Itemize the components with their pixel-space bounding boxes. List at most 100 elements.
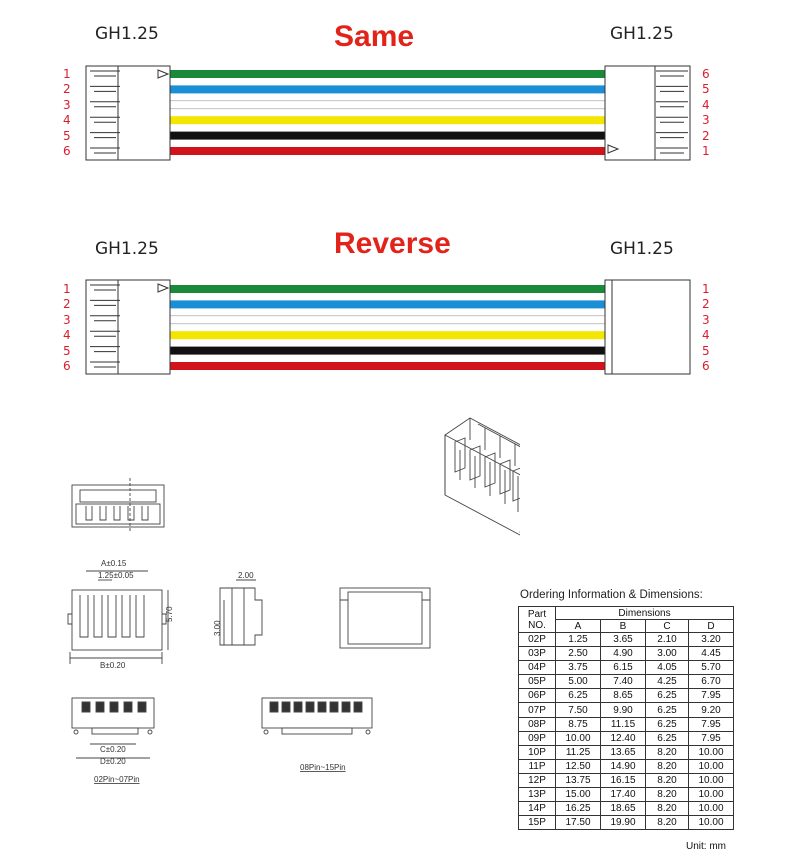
dimension-cell: 10.00 bbox=[688, 801, 734, 817]
pin-number: 5 bbox=[702, 82, 710, 97]
dimension-cell: 3.65 bbox=[600, 631, 646, 648]
dimension-cell: 16.25 bbox=[555, 801, 601, 817]
ordering-title: Ordering Information & Dimensions: bbox=[520, 589, 703, 601]
dimension-cell: 12.40 bbox=[600, 730, 646, 746]
top-right-connector bbox=[604, 65, 691, 161]
wire bbox=[170, 346, 605, 355]
bottom-left-pins: 1 2 3 4 5 6 bbox=[63, 282, 71, 374]
connector-bottom-view bbox=[339, 587, 431, 649]
dimension-cell: 6.70 bbox=[688, 674, 734, 690]
dimension-cell: 13.65 bbox=[600, 744, 646, 760]
no-label: NO. bbox=[528, 619, 546, 631]
bottom-left-connector-label: GH1.25 bbox=[95, 239, 159, 259]
part-no-header: Part NO. bbox=[518, 606, 556, 633]
dim-pitch-label: 1.25±0.05 bbox=[98, 571, 134, 580]
dimension-cell: 6.25 bbox=[645, 730, 689, 746]
pcb-footprint-small bbox=[71, 697, 155, 759]
part-number-cell: 06P bbox=[518, 688, 556, 704]
pin-number: 3 bbox=[702, 113, 710, 128]
dimension-cell: 10.00 bbox=[688, 744, 734, 760]
bottom-wires bbox=[169, 285, 606, 370]
dimension-cell: 13.75 bbox=[555, 772, 601, 789]
dimensions-header: Dimensions bbox=[555, 606, 734, 620]
col-header: B bbox=[600, 619, 646, 633]
same-title: Same bbox=[334, 20, 415, 53]
pin-number: 2 bbox=[63, 82, 71, 97]
part-number-cell: 11P bbox=[518, 758, 556, 774]
pin-number: 4 bbox=[63, 113, 71, 128]
dimension-cell: 14.90 bbox=[600, 758, 646, 774]
part-number-cell: 09P bbox=[518, 730, 556, 746]
connector-3d-view bbox=[444, 417, 520, 536]
bottom-right-connector-label: GH1.25 bbox=[610, 239, 674, 259]
dim-w1-label: 2.00 bbox=[238, 571, 254, 580]
pin-number: 3 bbox=[63, 312, 71, 327]
dim-h1-label: 5.70 bbox=[165, 606, 174, 622]
wire bbox=[169, 315, 606, 325]
dimension-cell: 6.25 bbox=[645, 716, 689, 732]
dimension-cell: 7.95 bbox=[688, 730, 734, 746]
dimension-cell: 5.00 bbox=[555, 674, 601, 690]
dimension-cell: 3.75 bbox=[555, 660, 601, 676]
dimension-cell: 10.00 bbox=[688, 815, 734, 831]
dimension-cell: 19.90 bbox=[600, 815, 646, 831]
dimension-cell: 8.20 bbox=[645, 744, 689, 760]
wire bbox=[170, 70, 605, 78]
connector-top-view bbox=[71, 478, 165, 532]
dimension-cell: 8.20 bbox=[645, 772, 689, 789]
dimension-cell: 3.00 bbox=[645, 646, 689, 662]
reverse-title: Reverse bbox=[334, 227, 451, 260]
pin-number: 1 bbox=[63, 282, 71, 296]
col-header: C bbox=[645, 619, 689, 633]
pin-number: 6 bbox=[63, 359, 71, 374]
col-header: A bbox=[555, 619, 601, 633]
dimension-cell: 8.20 bbox=[645, 787, 689, 803]
part-number-cell: 04P bbox=[518, 660, 556, 676]
top-wires bbox=[169, 70, 606, 155]
pcb-footprint-large bbox=[261, 697, 373, 735]
dim-d-label: D±0.20 bbox=[100, 757, 126, 766]
unit-note: Unit: mm bbox=[686, 841, 726, 852]
dimension-cell: 8.75 bbox=[555, 716, 601, 732]
dim-h2-label: 3.00 bbox=[213, 620, 222, 636]
dimension-cell: 4.25 bbox=[645, 674, 689, 690]
pin-number: 3 bbox=[702, 312, 710, 327]
dimension-cell: 7.95 bbox=[688, 688, 734, 704]
wire bbox=[169, 100, 606, 110]
dimension-cell: 12.50 bbox=[555, 758, 601, 774]
part-number-cell: 05P bbox=[518, 674, 556, 690]
top-left-connector bbox=[85, 65, 171, 161]
dimension-cell: 7.95 bbox=[688, 716, 734, 732]
wire bbox=[170, 331, 605, 340]
bottom-left-connector bbox=[85, 279, 171, 375]
dimension-cell: 15.00 bbox=[555, 787, 601, 803]
part-number-cell: 08P bbox=[518, 716, 556, 732]
part-number-cell: 07P bbox=[518, 702, 556, 718]
part-number-cell: 02P bbox=[518, 631, 556, 648]
pin-number: 4 bbox=[63, 328, 71, 343]
part-number-cell: 03P bbox=[518, 646, 556, 662]
dimension-cell: 5.70 bbox=[688, 660, 734, 676]
dimension-cell: 8.20 bbox=[645, 758, 689, 774]
pin-number: 2 bbox=[702, 297, 710, 312]
pin-number: 4 bbox=[702, 328, 710, 343]
part-number-cell: 13P bbox=[518, 787, 556, 803]
part-number-cell: 12P bbox=[518, 772, 556, 789]
pin-number: 6 bbox=[702, 67, 710, 81]
dimension-cell: 18.65 bbox=[600, 801, 646, 817]
dimension-cell: 7.40 bbox=[600, 674, 646, 690]
wire bbox=[170, 147, 605, 155]
dimension-cell: 10.00 bbox=[688, 787, 734, 803]
dimension-cell: 6.15 bbox=[600, 660, 646, 676]
wire bbox=[170, 116, 605, 125]
